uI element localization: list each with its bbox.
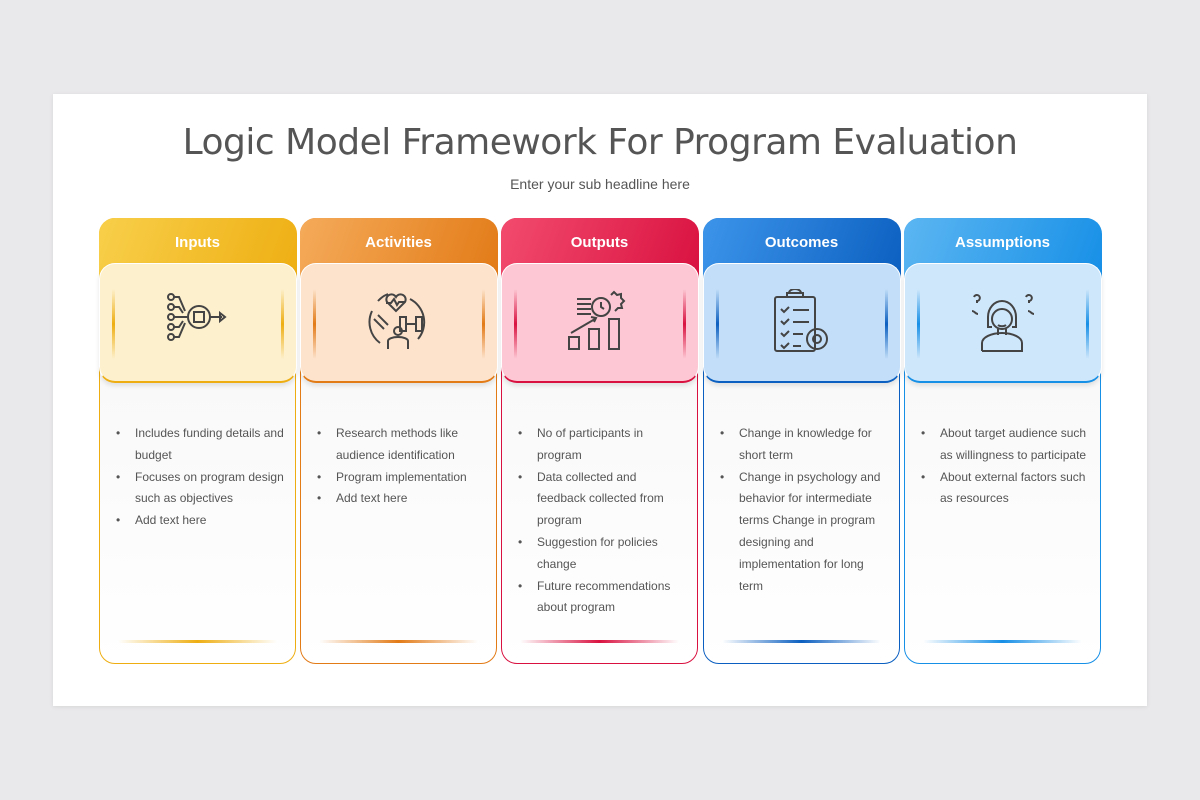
list-item: Add text here bbox=[315, 488, 486, 510]
list-item: Suggestion for policies change bbox=[516, 532, 687, 576]
card-activities: Activities Research methods like audienc… bbox=[299, 217, 498, 664]
card-title: Assumptions bbox=[954, 233, 1050, 251]
card-outcomes: Outcomes Change in knowledge for short t… bbox=[702, 217, 901, 664]
icon-box bbox=[98, 263, 297, 383]
list-item: Change in knowledge for short term bbox=[718, 423, 889, 467]
bullet-list: About target audience such as willingnes… bbox=[919, 423, 1090, 510]
icon-box bbox=[903, 263, 1102, 383]
wellness-activities-icon bbox=[368, 292, 425, 349]
list-item: No of participants in program bbox=[516, 423, 687, 467]
bullet-list: Includes funding details and budgetFocus… bbox=[114, 423, 285, 532]
icon-box bbox=[299, 263, 498, 383]
bullet-list: No of participants in programData collec… bbox=[516, 423, 687, 619]
slide: Logic Model Framework For Program Evalua… bbox=[53, 94, 1147, 706]
accent-line bbox=[319, 640, 478, 643]
card-title: Inputs bbox=[175, 233, 220, 251]
card-assumptions: Assumptions About target audience such a… bbox=[903, 217, 1102, 664]
card-inputs: Inputs Includes funding details and budg… bbox=[98, 217, 297, 664]
neural-chip-icon bbox=[166, 292, 227, 341]
accent-line bbox=[722, 640, 881, 643]
card-title: Outcomes bbox=[764, 233, 839, 251]
performance-chart-icon bbox=[567, 290, 625, 350]
list-item: Add text here bbox=[114, 510, 285, 532]
accent-line bbox=[118, 640, 277, 643]
card-title: Activities bbox=[365, 233, 432, 251]
list-item: Program implementation bbox=[315, 467, 486, 489]
clipboard-gear-icon bbox=[773, 288, 828, 352]
confused-person-icon bbox=[971, 293, 1034, 352]
bullet-list: Research methods like audience identific… bbox=[315, 423, 486, 510]
card-title: Outputs bbox=[570, 233, 629, 251]
accent-line bbox=[520, 640, 679, 643]
list-item: Change in psychology and behavior for in… bbox=[718, 467, 889, 598]
bullet-list: Change in knowledge for short termChange… bbox=[718, 423, 889, 597]
list-item: About target audience such as willingnes… bbox=[919, 423, 1090, 467]
icon-box bbox=[500, 263, 699, 383]
list-item: Research methods like audience identific… bbox=[315, 423, 486, 467]
list-item: Future recommendations about program bbox=[516, 576, 687, 620]
page-subtitle: Enter your sub headline here bbox=[510, 176, 690, 192]
icon-box bbox=[702, 263, 901, 383]
list-item: Includes funding details and budget bbox=[114, 423, 285, 467]
page-title: Logic Model Framework For Program Evalua… bbox=[182, 122, 1018, 163]
card-outputs: Outputs No of participants in programDat… bbox=[500, 217, 699, 664]
list-item: About external factors such as resources bbox=[919, 467, 1090, 511]
accent-line bbox=[923, 640, 1082, 643]
list-item: Data collected and feedback collected fr… bbox=[516, 467, 687, 532]
list-item: Focuses on program design such as object… bbox=[114, 467, 285, 511]
